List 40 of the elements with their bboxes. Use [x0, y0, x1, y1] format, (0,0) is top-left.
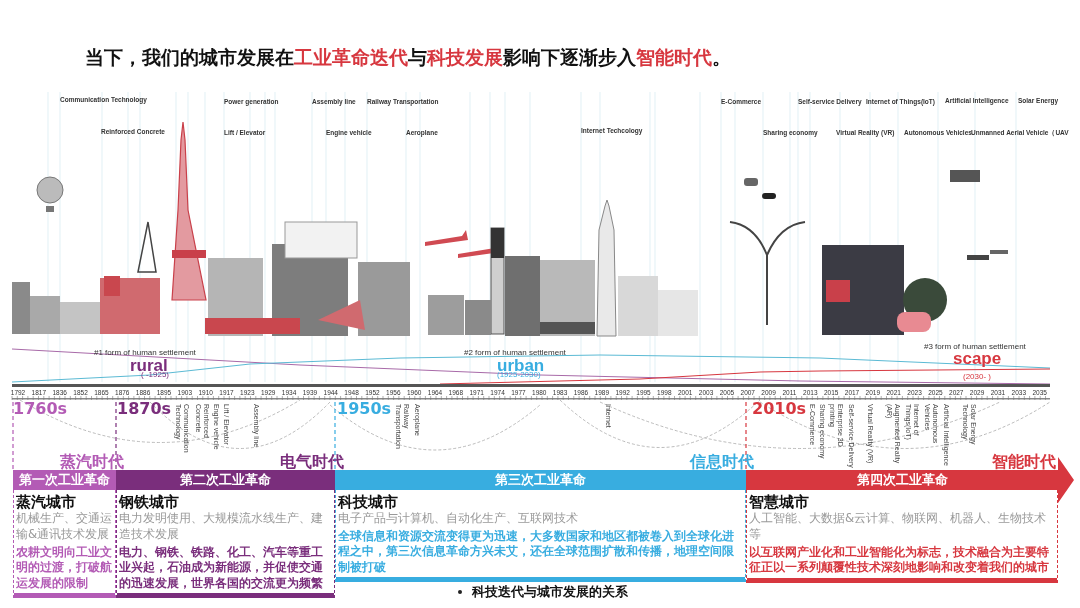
era-label: 蒸汽时代	[60, 454, 124, 470]
decade-label: 1950s	[337, 401, 392, 417]
city-name: 智慧城市	[749, 493, 810, 511]
era-label: 信息时代	[690, 454, 754, 470]
settlement-label: #1 form of human settlement	[94, 349, 196, 357]
decade-label: 1760s	[13, 401, 68, 417]
era-label: 电气时代	[280, 454, 344, 470]
page-title: 当下，我们的城市发展在工业革命迭代与科技发展影响下逐渐步入智能时代。	[85, 45, 731, 70]
card-description: 全球信息和资源交流变得更为迅速，大多数国家和地区都被卷入到全球化进程之中，第三次信息革命方兴未艾，还在全球范围扩散和传播，地理空间限制被打破	[338, 528, 735, 575]
period-label: (2030- )	[963, 373, 991, 381]
technology-list: 电力发明使用、大规模流水线生产、建造技术发展	[119, 511, 333, 543]
info-card	[116, 490, 335, 598]
band-title: 第一次工业革命	[18, 471, 111, 489]
period-label: (1925-2030)	[497, 371, 541, 379]
decade-label: 2010s	[752, 401, 807, 417]
figure-caption: 科技迭代与城市发展的关系	[472, 584, 628, 601]
settlement-label: #3 form of human settlement	[924, 343, 1026, 351]
band-title: 第四次工业革命	[855, 471, 949, 489]
settlement-label: #2 form of human settlement	[464, 349, 566, 357]
band-title: 第二次工业革命	[179, 471, 272, 489]
era-label: 智能时代	[992, 454, 1056, 470]
card-description: 农耕文明向工业文明的过渡，打破航运发展的限制	[16, 544, 113, 591]
decade-label: 1870s	[117, 401, 172, 417]
city-name: 科技城市	[338, 493, 399, 511]
revolution-band	[335, 470, 746, 490]
technology-list: 机械生产、交通运输&通讯技术发展	[16, 511, 114, 543]
card-description: 以互联网产业化和工业智能化为标志，技术融合为主要特征正以一系列颠覆性技术深刻地影响和改变着我们的城市	[749, 544, 1050, 576]
revolution-band	[13, 470, 116, 490]
settlement-name: scape	[953, 350, 1002, 367]
revolution-band	[116, 470, 335, 490]
band-title: 第三次工业革命	[494, 471, 587, 489]
info-card	[13, 490, 116, 598]
city-name: 钢铁城市	[119, 493, 180, 511]
period-label: ( -1925)	[141, 371, 169, 379]
info-card	[746, 490, 1058, 583]
city-name: 蒸汽城市	[16, 493, 77, 511]
technology-list: 人工智能、大数据&云计算、物联网、机器人、生物技术等	[749, 511, 1056, 543]
card-description: 电力、钢铁、铁路、化工、汽车等重工业兴起，石油成为新能源，并促使交通的迅速发展，世界各国的交流更为频繁	[119, 544, 324, 591]
technology-list: 电子产品与计算机、自动化生产、互联网技术	[338, 511, 744, 527]
info-card	[335, 490, 746, 582]
